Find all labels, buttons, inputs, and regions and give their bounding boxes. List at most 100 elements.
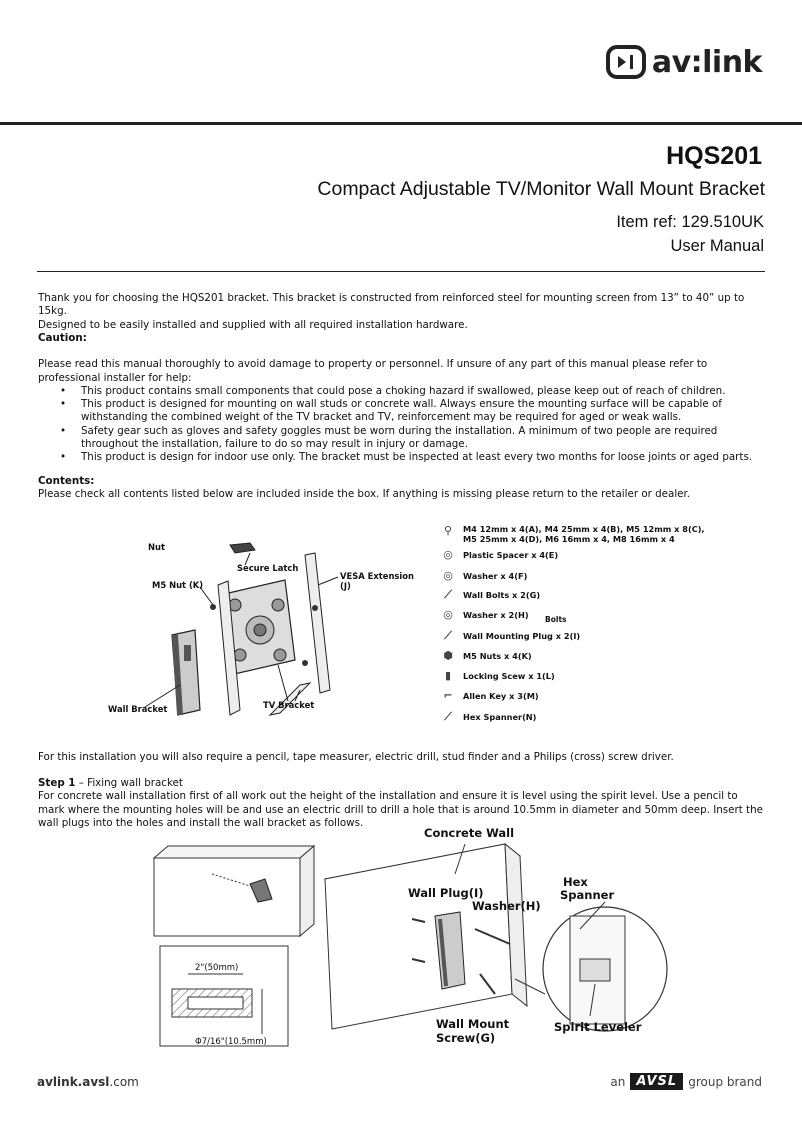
- leader-line: [277, 664, 289, 702]
- footer-site-rest: .com: [109, 1075, 139, 1089]
- contents-heading: Contents:: [38, 475, 95, 487]
- label-tv-bracket: TV Bracket: [263, 700, 314, 710]
- bolts-label: Bolts: [545, 615, 567, 624]
- parts-row: ⚲ M4 12mm x 4(A), M4 25mm x 4(B), M5 12m…: [437, 524, 705, 544]
- parts-row-label: Allen Key x 3(M): [463, 690, 539, 701]
- wall-plug-line: [411, 918, 426, 923]
- label-depth: 2"(50mm): [195, 963, 238, 973]
- parts-row-label: Wall Bolts x 2(G): [463, 590, 541, 600]
- leader-line: [454, 843, 466, 875]
- wall-bracket-slot: [184, 645, 191, 661]
- label-wall-bracket: Wall Bracket: [108, 704, 167, 714]
- allen-key-icon: ⌐: [443, 689, 453, 702]
- caution-heading: Caution:: [38, 332, 87, 344]
- drill-line: [211, 873, 251, 887]
- leader-line: [144, 684, 181, 708]
- leader-line: [579, 901, 606, 930]
- tools-note: For this installation you will also requ…: [38, 751, 764, 764]
- wall-bolt-line: [474, 928, 511, 945]
- tv-bracket-bolt: [233, 648, 247, 662]
- wall-plug-line: [411, 958, 426, 963]
- tools-text: For this installation you will also requ…: [38, 751, 674, 763]
- caution-list: This product contains small components t…: [38, 385, 764, 465]
- parts-row: ⟋ Wall Bolts x 2(G): [437, 588, 540, 602]
- detail-spirit-level: [579, 958, 611, 982]
- vesa-extension-bar: [268, 682, 312, 716]
- leader-line: [244, 552, 251, 566]
- step1-heading: Step 1 – Fixing wall bracket: [38, 777, 764, 790]
- tv-bracket-bolt: [273, 648, 287, 662]
- model-title: HQS201: [666, 142, 762, 170]
- parts-row: ▮ Locking Scew x 1(L): [437, 669, 555, 682]
- parts-row: ◎ Washer x 2(H): [437, 608, 528, 621]
- label-vesa-j: (J): [340, 581, 351, 591]
- item-ref: Item ref: 129.510UK: [616, 213, 764, 231]
- list-item: This product is designed for mounting on…: [38, 398, 764, 425]
- detail-bracket: [569, 915, 626, 1025]
- parts-row: ⌐ Allen Key x 3(M): [437, 689, 539, 702]
- parts-row-label: Hex Spanner(N): [463, 712, 537, 722]
- label-m5-nut: M5 Nut (K): [152, 580, 203, 590]
- label-washer: Washer(H): [472, 899, 541, 913]
- list-item: Safety gear such as gloves and safety go…: [38, 425, 764, 452]
- parts-row-text: M4 12mm x 4(A), M4 25mm x 4(B), M5 12mm …: [463, 524, 705, 544]
- step1-label: Step 1: [38, 777, 76, 789]
- nut-shape: [302, 660, 308, 666]
- nut-shape: [210, 604, 216, 610]
- contents-text: Please check all contents listed below a…: [38, 488, 691, 501]
- vesa-arm-left: [217, 580, 241, 716]
- contents-section: Contents: Please check all contents list…: [38, 475, 764, 502]
- zoom-connector: [514, 978, 546, 995]
- leader-line: [589, 983, 596, 1017]
- secure-latch-shape: [229, 542, 256, 554]
- title-divider: [37, 271, 765, 272]
- header-divider: [0, 122, 802, 125]
- vesa-arm-right: [304, 552, 331, 694]
- wall-installation-diagram: 2"(50mm) Φ7/16"(10.5mm) Concrete Wall Wa…: [152, 826, 668, 1047]
- bracket-exploded-diagram: Nut Secure Latch M5 Nut (K) VESA Extensi…: [108, 542, 414, 716]
- step1-title: – Fixing wall bracket: [75, 777, 183, 789]
- small-wall-side: [299, 844, 315, 938]
- bolts-note: Bolts: [545, 615, 567, 624]
- parts-row: ⟋ Wall Mounting Plug x 2(I): [437, 629, 580, 643]
- play-pause-logo-icon: [605, 45, 646, 79]
- product-subtitle: Compact Adjustable TV/Monitor Wall Mount…: [317, 178, 765, 200]
- leader-line: [317, 576, 339, 586]
- parts-row-label: Wall Mounting Plug x 2(I): [463, 631, 581, 641]
- plug-icon: ⟋: [444, 629, 452, 642]
- step1-text: For concrete wall installation first of …: [38, 790, 763, 829]
- intro-line-2: Designed to be easily installed and supp…: [38, 318, 468, 331]
- small-wall-face: [153, 857, 301, 937]
- parts-row-label: M4 12mm x 4(A), M4 25mm x 4(B), M5 12mm …: [463, 524, 705, 534]
- mounted-bracket-shade: [438, 918, 448, 987]
- label-vesa-extension: VESA Extension: [340, 571, 414, 581]
- step1-section: Step 1 – Fixing wall bracket For concret…: [38, 777, 764, 830]
- wall-bolt-line: [479, 973, 496, 995]
- cross-section-plug: [187, 996, 244, 1010]
- footer-website: avlink.avsl.com: [37, 1075, 139, 1089]
- label-nut: Nut: [148, 542, 165, 552]
- intro: Thank you for choosing the HQS201 bracke…: [38, 292, 764, 332]
- small-wall-top: [152, 845, 316, 859]
- list-item: This product contains small components t…: [38, 385, 764, 399]
- parts-row-label: Locking Scew x 1(L): [463, 670, 555, 681]
- parts-row-label: M5 Nuts x 4(K): [463, 650, 532, 661]
- caution-section: Caution: Please read this manual thoroug…: [38, 332, 764, 465]
- label-hex: Hex: [563, 875, 588, 889]
- leader-line: [199, 586, 214, 606]
- footer-an: an: [610, 1074, 626, 1089]
- footer-site-bold: avlink.avsl: [37, 1075, 110, 1089]
- tv-bracket-bolt: [271, 598, 285, 612]
- label-concrete-wall: Concrete Wall: [424, 826, 514, 840]
- parts-row-label-2: M5 25mm x 4(D), M6 16mm x 4, M8 16mm x 4: [463, 534, 675, 544]
- label-secure-latch: Secure Latch: [237, 563, 298, 573]
- intro-line-1: Thank you for choosing the HQS201 bracke…: [38, 292, 745, 318]
- parts-row-label: Plastic Spacer x 4(E): [463, 549, 559, 560]
- avlink-logo: av:link: [605, 42, 763, 82]
- concrete-wall-face: [324, 843, 513, 1030]
- washer-icon: ◎: [443, 569, 453, 582]
- screw-icon: ⚲: [443, 524, 453, 537]
- doc-type: User Manual: [670, 237, 764, 255]
- avsl-logo: AVSL: [630, 1073, 684, 1090]
- logo-text: av:link: [651, 44, 763, 80]
